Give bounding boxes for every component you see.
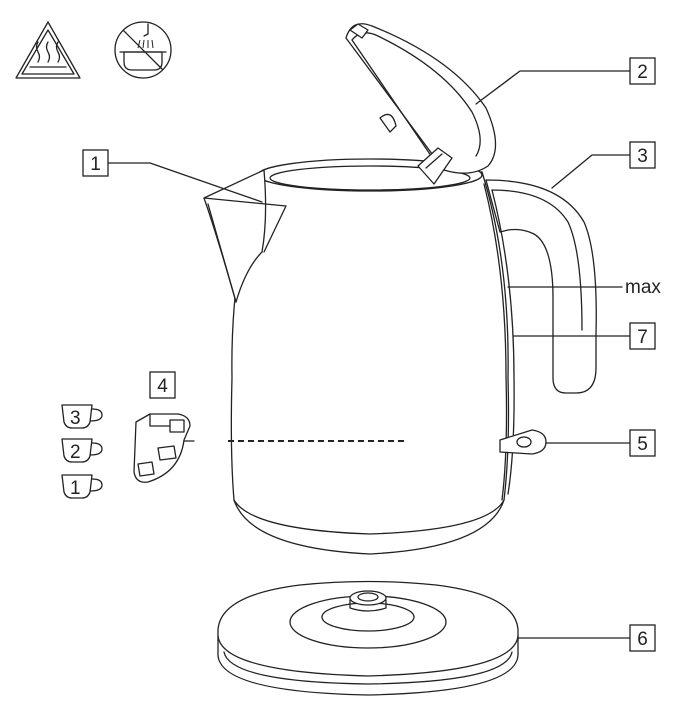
callout-7: 7: [629, 322, 656, 350]
cup-icon-1: 1: [61, 474, 103, 499]
cup-label-3: 3: [70, 408, 81, 429]
leader-lines: [107, 70, 631, 639]
callout-label-5: 5: [637, 434, 648, 455]
callout-label-7: 7: [637, 327, 648, 348]
callout-label-3: 3: [637, 146, 648, 167]
cup-icon-3: 3: [61, 404, 103, 429]
hot-surface-warning-icon: [15, 21, 81, 79]
kettle-body: [230, 158, 515, 555]
callout-1: 1: [82, 149, 109, 177]
callout-3: 3: [629, 141, 656, 169]
max-label: max: [625, 277, 661, 298]
kettle-lid: [345, 23, 497, 185]
callout-label-1: 1: [90, 154, 101, 175]
callout-label-4: 4: [157, 376, 168, 397]
kettle-handle: [485, 179, 597, 394]
no-immersion-icon: [114, 21, 172, 79]
callout-label-2: 2: [637, 62, 648, 83]
callout-5: 5: [629, 429, 656, 457]
cup-label-2: 2: [70, 442, 81, 463]
power-switch: [499, 429, 547, 455]
kettle-spout: [203, 169, 287, 303]
callout-2: 2: [629, 57, 656, 85]
cup-label-1: 1: [70, 478, 81, 499]
callout-4: 4: [149, 371, 176, 399]
callout-label-6: 6: [637, 629, 648, 650]
kettle-base: [217, 580, 519, 696]
cup-icon-2: 2: [61, 438, 103, 463]
cup-level-indicator: [133, 413, 195, 483]
callout-6: 6: [629, 624, 656, 652]
